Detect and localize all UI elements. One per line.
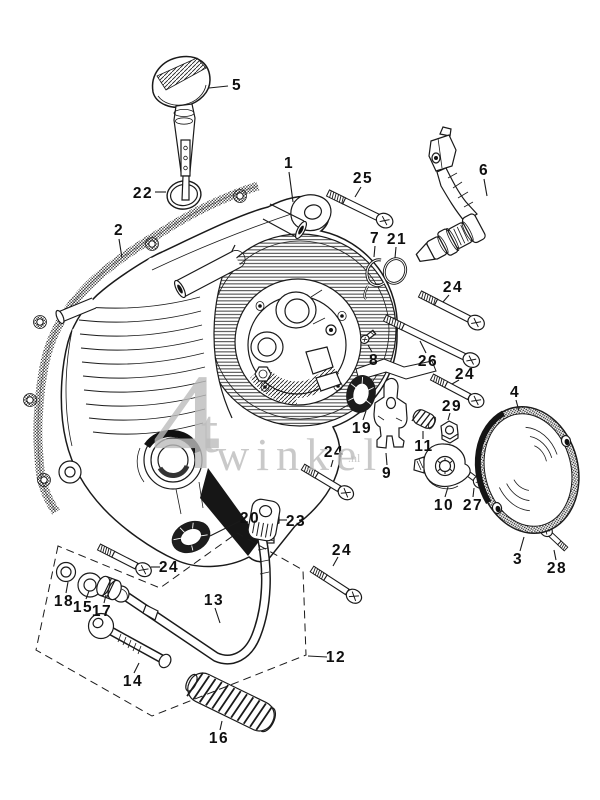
leader-line-2 (118, 238, 123, 259)
part-label-7: 7 (370, 230, 380, 247)
cover-interior-bosses (250, 289, 342, 399)
oring-21-illustration (382, 257, 408, 285)
leader-line-24 (442, 294, 450, 303)
washer-18-illustration (55, 561, 77, 583)
part-label-2: 2 (114, 222, 124, 239)
screw-25 (324, 186, 396, 232)
part-label-19: 19 (352, 420, 372, 437)
screw-8 (359, 329, 377, 345)
leader-line-9 (385, 452, 388, 466)
part-label-13: 13 (204, 592, 224, 609)
cover-shadow-wedge (200, 468, 260, 556)
spring-11-illustration (411, 409, 437, 430)
leader-line-1 (288, 171, 294, 203)
part-label-25: 25 (353, 170, 373, 187)
clutch-adjuster-illustration (415, 126, 486, 263)
part-label-23: 23 (286, 513, 306, 530)
watermark-suffix: .nl (348, 451, 361, 465)
part-label-10: 10 (434, 497, 454, 514)
oil-seal-20-illustration (171, 520, 211, 554)
part-label-26: 26 (418, 353, 438, 370)
part-label-1: 1 (284, 155, 294, 172)
part-label-9: 9 (382, 465, 392, 482)
part-label-12: 12 (326, 649, 346, 666)
cover-top-bosses (173, 194, 332, 299)
gasket-bolt-holes (23, 189, 247, 487)
leader-line-5 (208, 85, 229, 89)
leader-line-28 (553, 549, 557, 561)
clutch-cover-illustration (55, 194, 399, 568)
cam-plate-10-illustration (413, 443, 471, 490)
leader-line-21 (394, 246, 397, 259)
leader-line-12 (307, 655, 328, 658)
watermark: 4 t winkel .nl (152, 345, 383, 498)
leader-line-18 (65, 581, 69, 594)
assembly-group-boundary (35, 532, 307, 717)
leader-line-29 (447, 412, 451, 421)
eye-bolt-14-illustration (87, 612, 172, 669)
leader-line-7 (373, 245, 376, 258)
leader-line-8 (367, 344, 373, 353)
leader-line-19 (362, 410, 367, 421)
leader-line-17 (103, 594, 107, 604)
watermark-t: t (201, 398, 218, 466)
leader-line-13 (214, 607, 221, 624)
part-label-17: 17 (92, 603, 112, 620)
part-label-20: 20 (240, 510, 260, 527)
part-label-24: 24 (332, 542, 352, 559)
lifter-plate-9-illustration (373, 377, 408, 449)
cover-lower-boss (136, 429, 204, 515)
part-label-22: 22 (133, 185, 153, 202)
kick-pedal-illustration (112, 498, 281, 665)
leader-line-6 (483, 178, 488, 197)
leader-line-14 (133, 662, 140, 674)
oil-filler-cap-illustration (151, 55, 211, 201)
part-label-18: 18 (54, 593, 74, 610)
part-label-11: 11 (414, 438, 433, 455)
nut-29-illustration (440, 420, 459, 444)
leader-line-24 (332, 556, 339, 567)
part-label-24: 24 (443, 279, 463, 296)
part-label-5: 5 (232, 77, 242, 94)
part-label-29: 29 (442, 398, 462, 415)
leader-line-25 (354, 186, 362, 198)
part-label-14: 14 (123, 673, 143, 690)
leader-line-27 (472, 487, 475, 498)
leader-line-20 (209, 520, 241, 537)
snap-ring-7-illustration (363, 258, 385, 300)
part-label-27: 27 (463, 497, 483, 514)
part-label-28: 28 (547, 560, 567, 577)
leader-line-16 (219, 720, 223, 731)
part-label-4: 4 (510, 384, 520, 401)
leader-line-26 (419, 340, 427, 354)
part-label-3: 3 (513, 551, 523, 568)
screw-24-bottomleft (95, 540, 155, 580)
part-label-24: 24 (324, 444, 344, 461)
part-label-16: 16 (209, 730, 229, 747)
watermark-word: winkel (216, 429, 383, 480)
leader-line-24 (330, 459, 334, 468)
screw-24-bottomright (307, 562, 365, 607)
part-label-24: 24 (159, 559, 179, 576)
leader-line-15 (85, 590, 90, 600)
watermark-4: 4 (152, 345, 221, 498)
kick-spring-illustration (185, 672, 277, 733)
round-cover-illustration (474, 405, 580, 535)
part-label-21: 21 (387, 231, 407, 248)
part-label-6: 6 (479, 162, 489, 179)
leader-line-10 (444, 486, 449, 498)
leader-line-24 (451, 379, 460, 385)
part-label-15: 15 (73, 599, 93, 616)
cover-side-boss (55, 297, 97, 484)
leader-line-3 (519, 536, 525, 552)
oil-seal-19-illustration (346, 375, 376, 413)
leader-line-4 (515, 399, 520, 412)
part-label-24: 24 (455, 366, 475, 383)
cover-fins (77, 296, 207, 435)
part-label-8: 8 (369, 352, 379, 369)
drum-shading (204, 234, 396, 426)
